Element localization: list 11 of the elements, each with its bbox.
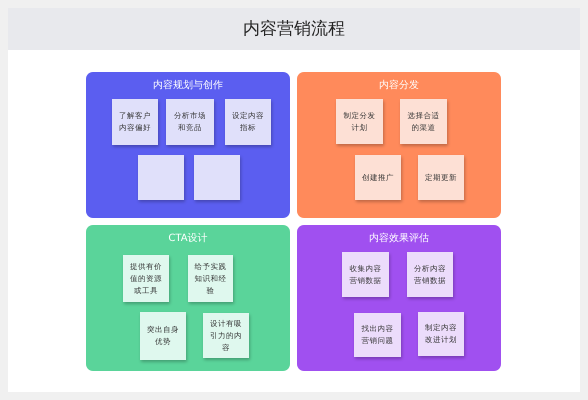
title-bar: 内容营销流程	[8, 8, 580, 50]
section-heading: 内容规划与创作	[152, 78, 224, 92]
sticky-note	[194, 155, 240, 200]
section-heading: 内容分发	[378, 78, 420, 92]
section-heading: CTA设计	[167, 232, 209, 245]
section-panel	[86, 72, 290, 218]
sticky-note	[138, 155, 184, 200]
section-panel	[297, 225, 501, 371]
section-heading: 内容效果评估	[368, 232, 430, 245]
section-panel	[86, 225, 290, 371]
section-panel	[297, 72, 501, 218]
